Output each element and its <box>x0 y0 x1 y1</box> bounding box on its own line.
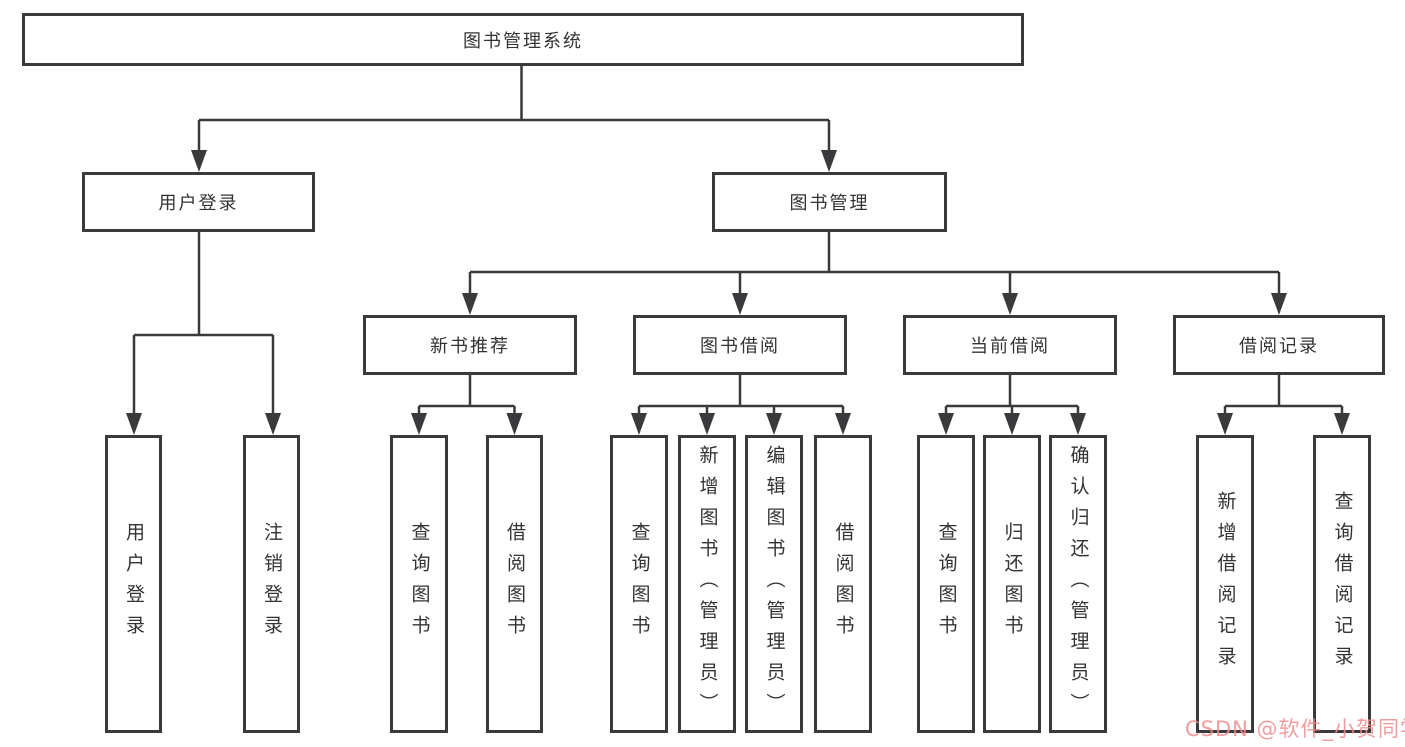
leaf-current-return-book-label: 归还图书 <box>1001 522 1024 646</box>
leaf-records-add-record-label: 新增借阅记录 <box>1214 491 1237 677</box>
node-borrow-records-label: 借阅记录 <box>1239 336 1319 357</box>
node-current-borrow-label: 当前借阅 <box>970 336 1050 357</box>
leaf-borrow-borrow-book-label: 借阅图书 <box>832 522 855 646</box>
leaf-current-return-book: 归还图书 <box>983 435 1041 733</box>
node-current-borrow: 当前借阅 <box>903 315 1117 375</box>
leaf-borrow-edit-book-admin-label: 编辑图书（管理员） <box>763 444 786 724</box>
node-book-management: 图书管理 <box>712 172 947 232</box>
node-book-management-label: 图书管理 <box>789 193 870 214</box>
leaf-records-add-record: 新增借阅记录 <box>1196 435 1254 733</box>
leaf-records-query-record: 查询借阅记录 <box>1313 435 1371 733</box>
connector-user-login <box>132 232 275 415</box>
leaf-user-login: 用户登录 <box>105 435 162 733</box>
connector-current-borrow <box>944 375 1080 415</box>
leaf-logout-label: 注销登录 <box>261 522 283 646</box>
leaf-borrow-edit-book-admin: 编辑图书（管理员） <box>745 435 803 733</box>
leaf-borrow-add-book-admin-label: 新增图书（管理员） <box>696 444 719 724</box>
node-root-label: 图书管理系统 <box>463 30 583 52</box>
leaf-current-confirm-return-admin-label: 确认归还（管理员） <box>1067 444 1090 724</box>
node-new-book-recommend: 新书推荐 <box>363 315 577 375</box>
node-book-borrow-label: 图书借阅 <box>700 336 780 357</box>
leaf-current-query-book-label: 查询图书 <box>935 522 958 646</box>
leaf-logout: 注销登录 <box>243 435 300 733</box>
leaf-borrow-query-book-label: 查询图书 <box>628 522 651 646</box>
leaf-newrec-borrow-book: 借阅图书 <box>486 435 543 733</box>
connector-new-book-recommend <box>417 375 516 415</box>
leaf-newrec-query-book-label: 查询图书 <box>408 522 431 646</box>
leaf-records-query-record-label: 查询借阅记录 <box>1331 491 1354 677</box>
node-user-login-label: 用户登录 <box>158 193 239 214</box>
node-book-borrow: 图书借阅 <box>633 315 847 375</box>
connector-borrow-records <box>1223 375 1344 415</box>
leaf-newrec-query-book: 查询图书 <box>390 435 448 733</box>
connector-book-borrow <box>637 375 845 415</box>
node-root: 图书管理系统 <box>22 13 1024 66</box>
leaf-current-query-book: 查询图书 <box>917 435 975 733</box>
csdn-watermark: CSDN @软件_小贺同学 <box>1185 717 1405 741</box>
leaf-current-confirm-return-admin: 确认归还（管理员） <box>1049 435 1107 733</box>
node-borrow-records: 借阅记录 <box>1173 315 1385 375</box>
node-user-login: 用户登录 <box>82 172 315 232</box>
arrowheads <box>126 150 1350 435</box>
connector-book-management <box>468 232 1281 296</box>
leaf-borrow-add-book-admin: 新增图书（管理员） <box>678 435 736 733</box>
leaf-borrow-query-book: 查询图书 <box>610 435 668 733</box>
connector-root <box>197 66 831 152</box>
node-new-book-recommend-label: 新书推荐 <box>430 336 510 357</box>
leaf-borrow-borrow-book: 借阅图书 <box>814 435 872 733</box>
leaf-user-login-label: 用户登录 <box>123 522 145 646</box>
leaf-newrec-borrow-book-label: 借阅图书 <box>504 522 526 646</box>
